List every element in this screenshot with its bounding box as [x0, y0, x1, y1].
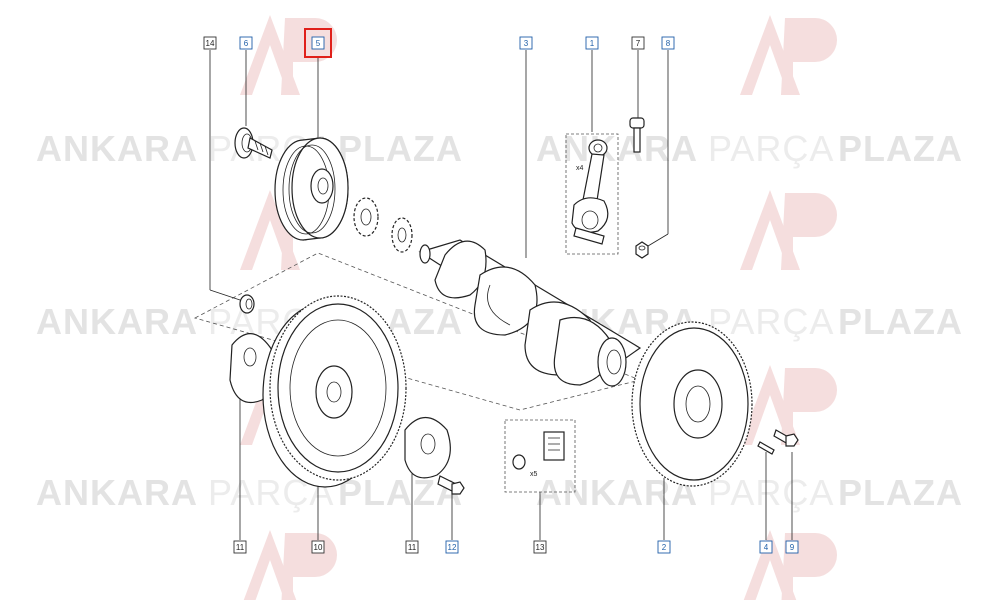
- watermark-row-1: ANKARA PARÇA PLAZA ANKARA PARÇA PLAZA: [36, 128, 963, 169]
- callout-number: 1: [590, 39, 595, 48]
- callout-box: [785, 540, 799, 554]
- watermark-row-3: ANKARA PARÇA PLAZA ANKARA PARÇA PLAZA: [36, 472, 963, 513]
- dowel-pin[interactable]: [757, 441, 775, 455]
- callout-c11b[interactable]: 11: [405, 540, 419, 554]
- flywheel-bolt[interactable]: [437, 475, 465, 495]
- callout-c14[interactable]: 14: [203, 36, 217, 50]
- pulley-bolt[interactable]: [234, 127, 273, 159]
- dual-mass-flywheel[interactable]: [262, 295, 407, 488]
- callout-c7[interactable]: 7: [631, 36, 645, 50]
- callout-c12[interactable]: 12: [445, 540, 459, 554]
- crankshaft[interactable]: [418, 239, 642, 387]
- rod-bolt[interactable]: [629, 117, 645, 153]
- callout-box: [661, 36, 675, 50]
- callout-c3[interactable]: 3: [519, 36, 533, 50]
- callout-box: [233, 540, 247, 554]
- callout-c11a[interactable]: 11: [233, 540, 247, 554]
- callout-c9[interactable]: 9: [785, 540, 799, 554]
- callout-number: 8: [666, 39, 671, 48]
- callout-box: [585, 36, 599, 50]
- callout-box: [311, 36, 325, 50]
- wm-plaza: PLAZA: [838, 472, 963, 513]
- wm-plaza: PLAZA: [838, 301, 963, 342]
- callout-box: [239, 36, 253, 50]
- wm-plaza: PLAZA: [338, 128, 463, 169]
- flywheel-plate-right[interactable]: [404, 416, 451, 479]
- crankshaft-pulley[interactable]: [274, 137, 349, 241]
- callout-number: 2: [662, 543, 667, 552]
- wm-parca: PARÇA: [708, 472, 834, 513]
- callout-c6a[interactable]: 6: [239, 36, 253, 50]
- wm-ankara: ANKARA: [36, 128, 198, 169]
- rod-qty: x4: [576, 165, 584, 172]
- callout-number: 10: [314, 543, 323, 552]
- wm-parca: PARÇA: [708, 301, 834, 342]
- callout-number: 4: [764, 543, 769, 552]
- callout-c4[interactable]: 4: [759, 540, 773, 554]
- rod-nut[interactable]: [635, 241, 649, 259]
- wm-ankara: ANKARA: [536, 128, 698, 169]
- sprocket-gear[interactable]: [391, 217, 413, 253]
- callout-number: 7: [636, 39, 641, 48]
- callout-number: 11: [408, 543, 417, 552]
- wm-ankara: ANKARA: [36, 301, 198, 342]
- connecting-rod-kit[interactable]: x4: [565, 133, 619, 255]
- callout-number: 6: [244, 39, 249, 48]
- timing-gear[interactable]: [353, 197, 379, 237]
- wm-ankara: ANKARA: [36, 472, 198, 513]
- flywheel-bolt-right[interactable]: [773, 429, 799, 447]
- kit-qty: x5: [530, 471, 538, 478]
- callout-number: 5: [316, 39, 321, 48]
- callout-box: [533, 540, 547, 554]
- callout-c1[interactable]: 1: [585, 36, 599, 50]
- callout-box: [445, 540, 459, 554]
- callout-number: 3: [524, 39, 529, 48]
- callout-box: [631, 36, 645, 50]
- callout-box: [657, 540, 671, 554]
- callout-c13[interactable]: 13: [533, 540, 547, 554]
- callout-c5[interactable]: 5: [304, 28, 332, 58]
- leader-lines: [209, 50, 793, 540]
- wm-parca: PARÇA: [708, 128, 834, 169]
- flywheel[interactable]: [631, 321, 753, 487]
- callout-number: 12: [448, 543, 457, 552]
- pilot-bushing[interactable]: [239, 294, 255, 314]
- callout-c8[interactable]: 8: [661, 36, 675, 50]
- callout-number: 14: [206, 39, 215, 48]
- callout-box: [519, 36, 533, 50]
- callout-number: 11: [236, 543, 245, 552]
- callout-box: [405, 540, 419, 554]
- callout-box: [203, 36, 217, 50]
- callout-box: [759, 540, 773, 554]
- callout-box: [311, 540, 325, 554]
- callout-labels: 14 6 5 3 1 7 8 11 10 11 12 13 2 4 9: [203, 28, 799, 554]
- callout-c10[interactable]: 10: [311, 540, 325, 554]
- callout-number: 9: [790, 543, 795, 552]
- callout-c2[interactable]: 2: [657, 540, 671, 554]
- bolt-kit[interactable]: x5: [504, 419, 576, 493]
- wm-plaza: PLAZA: [838, 128, 963, 169]
- callout-highlight-frame: [304, 28, 332, 58]
- callout-number: 13: [536, 543, 545, 552]
